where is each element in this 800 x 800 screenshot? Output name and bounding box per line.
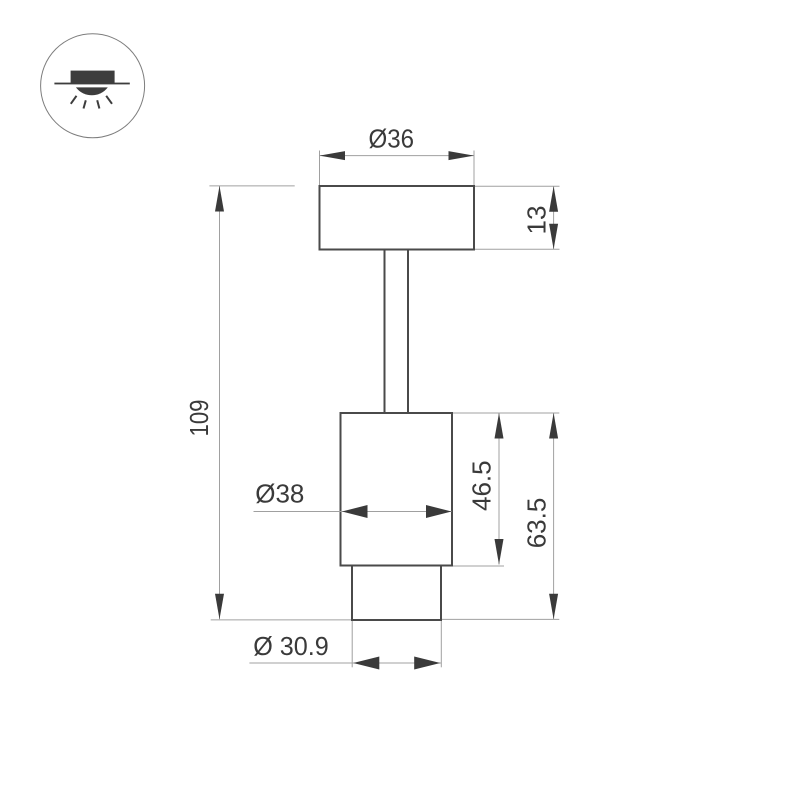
svg-text:Ø36: Ø36 bbox=[369, 124, 415, 154]
svg-text:13: 13 bbox=[522, 206, 552, 235]
svg-text:63.5: 63.5 bbox=[521, 498, 551, 549]
svg-text:Ø38: Ø38 bbox=[255, 479, 304, 509]
svg-text:46.5: 46.5 bbox=[467, 460, 497, 511]
svg-text:Ø 30.9: Ø 30.9 bbox=[253, 631, 329, 661]
svg-text:109: 109 bbox=[184, 400, 214, 437]
